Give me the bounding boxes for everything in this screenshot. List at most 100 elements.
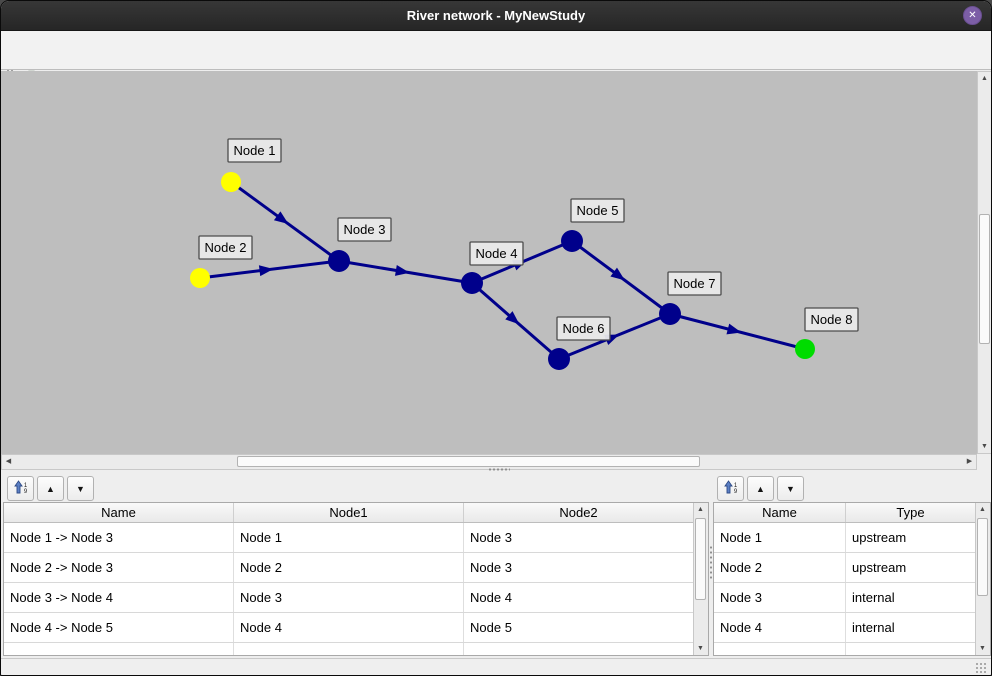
branches-table-scrollbar[interactable]: ▲ ▼ (693, 503, 708, 655)
bottom-panel: 1 9 ▲ ▼ 1 9 ▲ ▼ (1, 472, 991, 658)
table-cell: Node 4 (714, 613, 846, 642)
edge-arrow-icon (505, 311, 520, 325)
column-header[interactable]: Node2 (464, 503, 694, 522)
node-label-text: Node 2 (205, 240, 247, 255)
node-label-box[interactable] (198, 235, 253, 260)
node-label-box[interactable] (556, 316, 611, 341)
move-down-icon: ▼ (76, 483, 85, 494)
table-cell: Node 2 (234, 553, 464, 582)
node-circle[interactable] (795, 339, 815, 359)
edge-arrow-icon (610, 267, 625, 281)
table-cell (234, 643, 464, 655)
column-header[interactable]: Name (714, 503, 846, 522)
column-header[interactable]: Type (846, 503, 976, 522)
node-circle[interactable] (548, 348, 570, 370)
table-cell: Node 3 -> Node 4 (4, 583, 234, 612)
move-up-icon: ▲ (756, 483, 765, 494)
column-header[interactable]: Node1 (234, 503, 464, 522)
table-scroll-thumb[interactable] (977, 518, 988, 596)
branches-move-up-button[interactable]: ▲ (37, 476, 64, 501)
table-splitter-handle[interactable] (709, 545, 713, 581)
nodes-move-up-button[interactable]: ▲ (747, 476, 774, 501)
scroll-right-icon[interactable]: ▶ (966, 458, 973, 465)
scroll-up-icon[interactable]: ▲ (981, 75, 988, 82)
node-label-text: Node 3 (344, 222, 386, 237)
scroll-up-icon[interactable]: ▲ (697, 506, 704, 513)
canvas-vertical-scrollbar[interactable]: ▲ ▼ (977, 71, 991, 454)
close-icon: ✕ (968, 10, 977, 21)
vertical-scroll-thumb[interactable] (979, 214, 990, 344)
edge-arrow-icon (258, 265, 274, 277)
node-circle[interactable] (561, 230, 583, 252)
table-scroll-thumb[interactable] (695, 518, 706, 600)
node-label-text: Node 7 (674, 276, 716, 291)
table-cell: Node 1 -> Node 3 (4, 523, 234, 552)
status-bar (1, 658, 991, 675)
table-cell: upstream (846, 523, 976, 552)
nodes-table-scrollbar[interactable]: ▲ ▼ (975, 503, 990, 655)
horizontal-scroll-thumb[interactable] (237, 456, 700, 467)
table-cell: Node 4 -> Node 5 (4, 613, 234, 642)
sort-ascending-icon (723, 480, 733, 497)
edge-arrow-icon (394, 264, 410, 276)
table-cell (4, 643, 234, 655)
node-label-box[interactable] (337, 217, 392, 242)
scroll-down-icon[interactable]: ▼ (979, 645, 986, 652)
nodes-move-down-button[interactable]: ▼ (777, 476, 804, 501)
move-down-icon: ▼ (786, 483, 795, 494)
scroll-up-icon[interactable]: ▲ (979, 506, 986, 513)
node-label-box[interactable] (469, 241, 524, 266)
scroll-down-icon[interactable]: ▼ (697, 645, 704, 652)
edge-arrow-icon (726, 323, 742, 335)
window-resize-grip[interactable] (975, 662, 988, 674)
node-label-box[interactable] (227, 138, 282, 163)
table-cell: Node 3 (234, 583, 464, 612)
table-cell: Node 2 -> Node 3 (4, 553, 234, 582)
node-label-box[interactable] (667, 271, 722, 296)
table-cell (846, 643, 976, 655)
table-cell: upstream (846, 553, 976, 582)
node-circle[interactable] (221, 172, 241, 192)
table-cell: Node 3 (464, 523, 694, 552)
branches-sort-button[interactable]: 1 9 (7, 476, 34, 501)
scroll-left-icon[interactable]: ◀ (5, 458, 12, 465)
node-label-box[interactable] (570, 198, 625, 223)
close-button[interactable]: ✕ (963, 6, 982, 25)
branches-move-down-button[interactable]: ▼ (67, 476, 94, 501)
table-cell: internal (846, 583, 976, 612)
horizontal-splitter-handle[interactable] (488, 468, 510, 471)
table-cell: internal (846, 613, 976, 642)
scroll-down-icon[interactable]: ▼ (981, 443, 988, 450)
table-cell: Node 3 (464, 553, 694, 582)
table-cell (714, 643, 846, 655)
window-title: River network - MyNewStudy (406, 8, 586, 23)
table-cell: Node 1 (234, 523, 464, 552)
node-circle[interactable] (328, 250, 350, 272)
table-row-partial (4, 643, 708, 655)
nodes-sort-button[interactable]: 1 9 (717, 476, 744, 501)
column-header[interactable]: Name (4, 503, 234, 522)
node-label-box[interactable] (804, 307, 859, 332)
node-circle[interactable] (461, 272, 483, 294)
edge-arrow-icon (273, 211, 289, 225)
title-bar[interactable]: River network - MyNewStudy ✕ (1, 1, 991, 31)
node-circle[interactable] (659, 303, 681, 325)
node-label-text: Node 6 (563, 321, 605, 336)
node-circle[interactable] (190, 268, 210, 288)
node-label-text: Node 1 (234, 143, 276, 158)
